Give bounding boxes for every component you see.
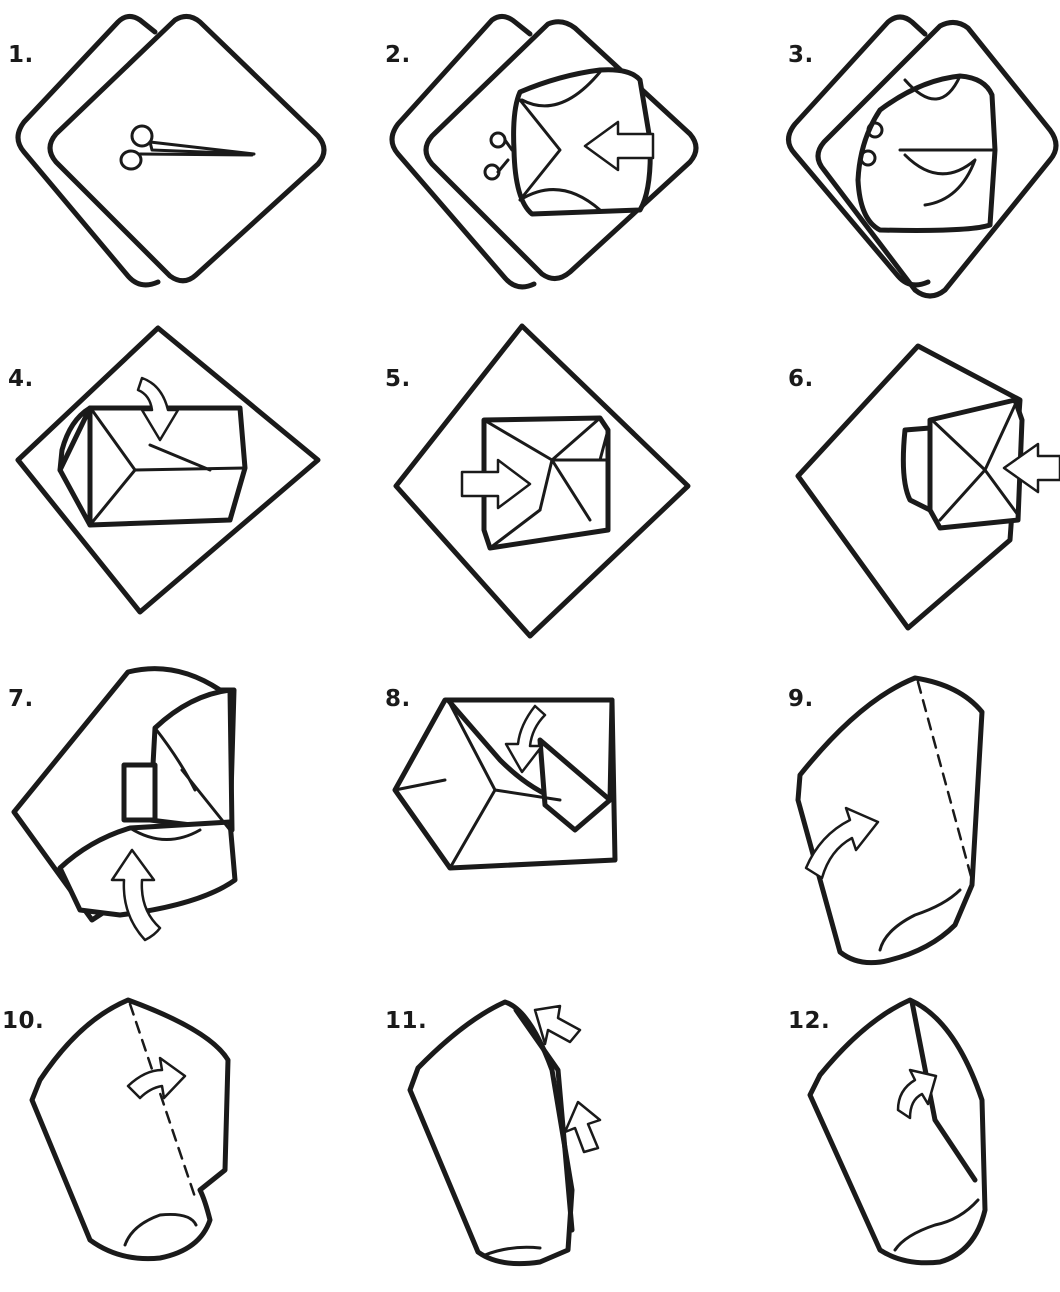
step-10-illustration — [32, 1000, 228, 1259]
step-6-illustration — [798, 346, 1060, 628]
scissors-icon — [121, 126, 254, 169]
step-5-illustration — [396, 326, 688, 636]
curved-arrow-icon — [898, 1070, 936, 1118]
scissors-icon — [485, 133, 512, 179]
step-12-illustration — [810, 1000, 985, 1263]
step-1-illustration — [18, 16, 324, 284]
fold-line — [130, 1004, 196, 1200]
step-8-illustration — [395, 700, 615, 868]
curved-arrow-icon — [806, 808, 878, 878]
step-9-illustration — [798, 678, 982, 963]
step-7-illustration — [14, 669, 235, 940]
fold-arrow-icon — [565, 1102, 600, 1152]
fold-arrow-icon — [535, 1006, 580, 1044]
step-3-illustration — [789, 17, 1057, 296]
fold-line — [918, 682, 972, 880]
curved-arrow-icon — [128, 1058, 185, 1098]
step-4-illustration — [18, 328, 318, 612]
step-2-illustration — [392, 16, 696, 286]
step-11-illustration — [410, 1002, 600, 1264]
